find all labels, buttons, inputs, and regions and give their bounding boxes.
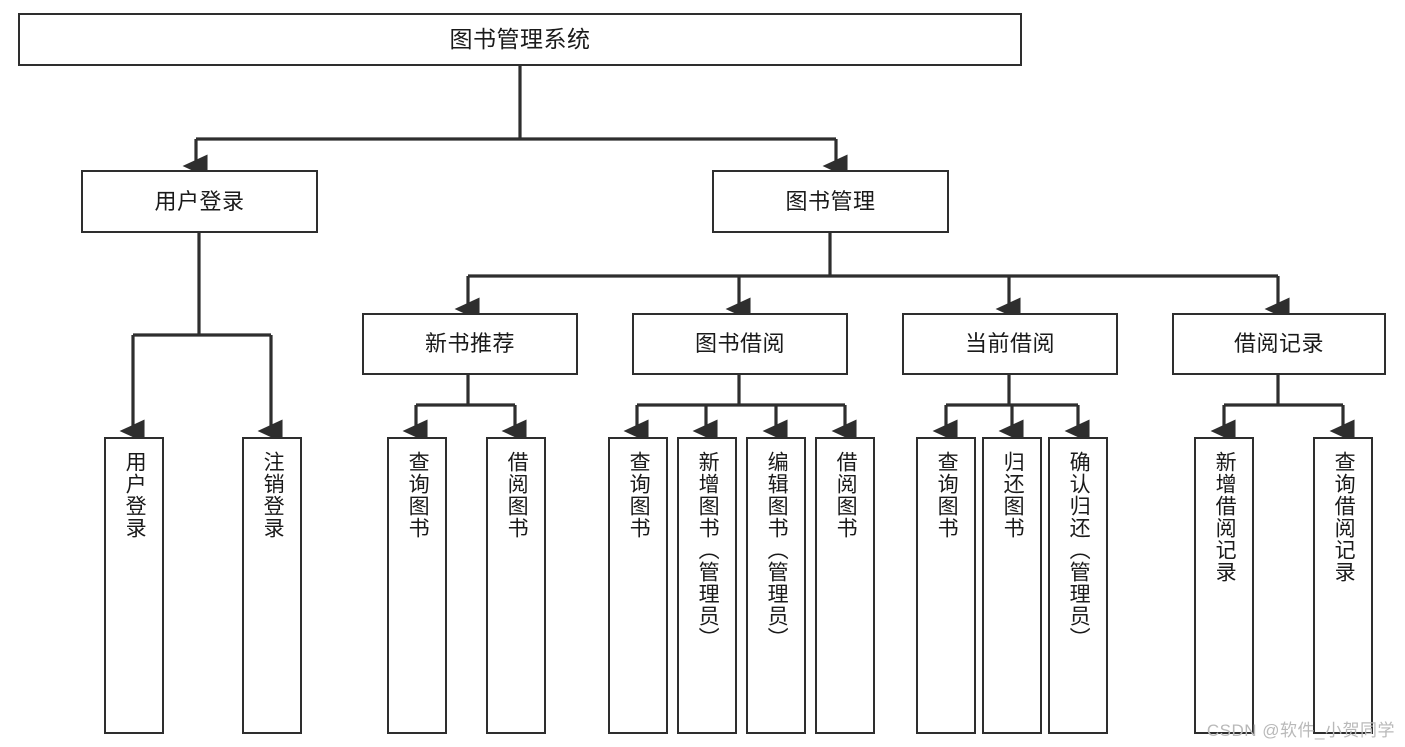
node-label: 借阅图书 <box>834 451 858 539</box>
node-label: 编辑图书（管理员） <box>765 451 789 649</box>
node-label: 借阅记录 <box>1233 331 1324 357</box>
node-label: 用户登录 <box>154 188 245 214</box>
node-label: 查询借阅记录 <box>1332 451 1356 583</box>
node-leaf-user-login[interactable]: 用户登录 <box>104 437 164 734</box>
node-label: 图书管理系统 <box>449 25 591 52</box>
node-label: 借阅图书 <box>505 451 529 539</box>
node-book-borrow[interactable]: 图书借阅 <box>632 313 848 375</box>
node-label: 归还图书 <box>1001 451 1025 539</box>
node-user-login[interactable]: 用户登录 <box>81 170 318 233</box>
node-label: 确认归还（管理员） <box>1067 451 1091 649</box>
node-leaf-query-book-recommend[interactable]: 查询图书 <box>387 437 447 734</box>
node-leaf-query-book-current[interactable]: 查询图书 <box>916 437 976 734</box>
node-label: 用户登录 <box>123 451 147 539</box>
node-leaf-add-borrow-record[interactable]: 新增借阅记录 <box>1194 437 1254 734</box>
node-leaf-edit-book-admin[interactable]: 编辑图书（管理员） <box>746 437 806 734</box>
node-label: 图书管理 <box>785 188 876 214</box>
node-label: 新书推荐 <box>424 331 515 357</box>
node-label: 查询图书 <box>627 451 651 539</box>
node-leaf-confirm-return-admin[interactable]: 确认归还（管理员） <box>1048 437 1108 734</box>
node-leaf-borrow-book[interactable]: 借阅图书 <box>815 437 875 734</box>
node-new-book-recommend[interactable]: 新书推荐 <box>362 313 578 375</box>
node-label: 查询图书 <box>406 451 430 539</box>
csdn-watermark: CSDN @软件_小贺同学 <box>1206 721 1395 740</box>
node-leaf-borrow-book-recommend[interactable]: 借阅图书 <box>486 437 546 734</box>
node-leaf-query-book-borrow[interactable]: 查询图书 <box>608 437 668 734</box>
node-borrow-record[interactable]: 借阅记录 <box>1172 313 1386 375</box>
node-label: 新增借阅记录 <box>1213 451 1237 583</box>
node-label: 图书借阅 <box>694 331 785 357</box>
node-label: 当前借阅 <box>964 331 1055 357</box>
node-label: 查询图书 <box>935 451 959 539</box>
node-root-book-management-system[interactable]: 图书管理系统 <box>18 13 1022 66</box>
node-current-borrow[interactable]: 当前借阅 <box>902 313 1118 375</box>
node-leaf-query-borrow-record[interactable]: 查询借阅记录 <box>1313 437 1373 734</box>
node-leaf-return-book[interactable]: 归还图书 <box>982 437 1042 734</box>
node-label: 新增图书（管理员） <box>696 451 720 649</box>
node-label: 注销登录 <box>261 451 285 539</box>
node-leaf-add-book-admin[interactable]: 新增图书（管理员） <box>677 437 737 734</box>
node-book-management[interactable]: 图书管理 <box>712 170 949 233</box>
node-leaf-logout-login[interactable]: 注销登录 <box>242 437 302 734</box>
